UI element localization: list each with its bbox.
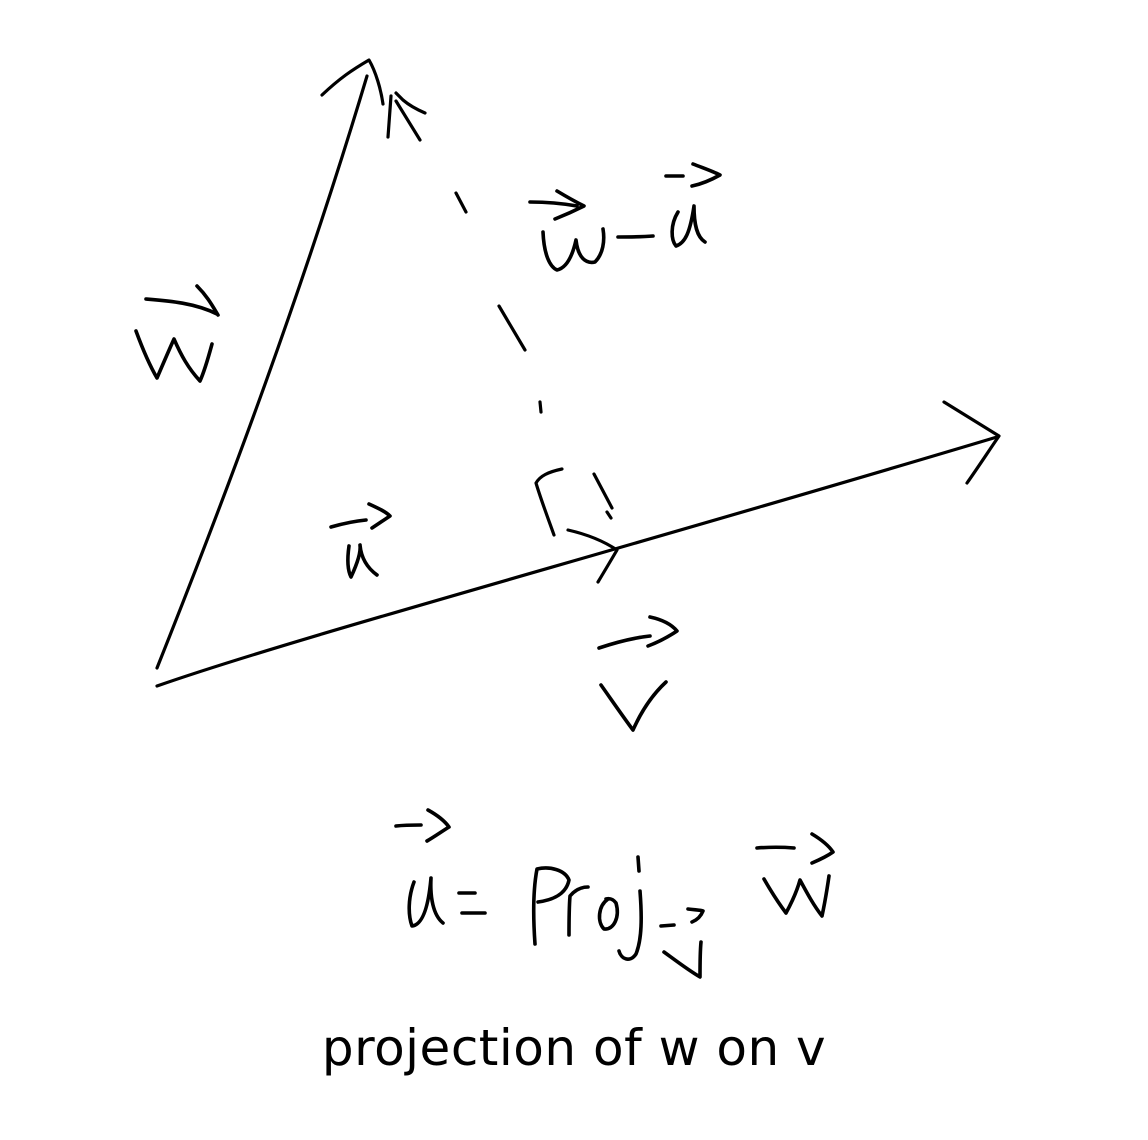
label-w-minus-u-arrow-u [664,162,722,188]
dash-5 [454,191,468,214]
vector-w [155,58,385,670]
vector-v-arrowhead [942,400,1001,485]
dash-3 [538,400,543,414]
label-v [597,615,679,732]
label-u-letter [346,543,379,579]
vector-u [566,528,619,584]
label-w-minus-u [528,162,722,272]
label-u [329,502,392,579]
formula-w-arrow [755,832,835,865]
dash-4 [497,304,527,352]
label-u-arrow [329,502,392,530]
dash-2 [592,472,614,510]
vector-w-arrowhead [320,58,385,106]
formula-equals [457,891,487,915]
label-w-letter [134,329,214,383]
label-w-arrow [144,284,220,317]
label-v-arrow [597,615,679,650]
formula-subscript-v-letter [662,940,703,979]
formula-r [567,885,590,937]
formula-j [617,855,643,961]
vector-w-minus-u [386,91,614,520]
vector-u-arrowhead [566,528,619,584]
dash-1 [605,510,613,520]
label-w-minus-u-arrow-w [528,189,586,221]
label-w-minus-u-letter-u [670,204,707,248]
formula-u-arrow [394,808,451,843]
formula-u-letter [407,876,445,928]
vector-v-shaft [155,435,999,688]
vector-w-shaft [155,74,369,670]
label-v-letter [599,680,668,732]
formula [394,808,835,979]
label-w-minus-u-letter-w [541,227,606,272]
formula-subscript-v-arrow [659,907,705,928]
formula-w-letter [762,874,831,918]
formula-p [531,866,571,946]
right-angle-marker [534,467,564,537]
label-w [134,284,220,383]
formula-o [597,896,620,931]
label-w-minus-u-minus [616,234,655,239]
vector-w-minus-u-arrowhead [386,91,427,142]
caption: projection of w on v [321,1019,827,1077]
vector-v [155,400,1001,688]
